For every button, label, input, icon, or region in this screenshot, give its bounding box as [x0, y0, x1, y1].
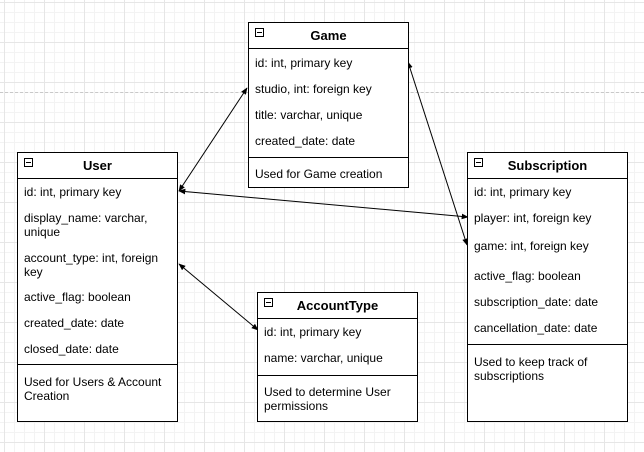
- field-row[interactable]: created_date: date: [24, 316, 125, 330]
- field-row[interactable]: game: int, foreign key: [474, 239, 589, 253]
- field-row[interactable]: title: varchar, unique: [255, 108, 363, 122]
- field-row[interactable]: id: int, primary key: [255, 56, 353, 70]
- field-row[interactable]: closed_date: date: [24, 342, 119, 356]
- user-game-connector[interactable]: [178, 87, 248, 192]
- game-subscription-connector[interactable]: [407, 61, 468, 246]
- field-row[interactable]: id: int, primary key: [264, 325, 362, 339]
- entity-note[interactable]: Used for Users & Account Creation: [18, 364, 177, 421]
- entity-header[interactable]: User: [18, 153, 177, 179]
- entity-subscription[interactable]: Subscription id: int, primary key player…: [467, 152, 628, 422]
- field-row[interactable]: subscription_date: date: [474, 295, 599, 309]
- note-text: Used for Game creation: [255, 167, 383, 181]
- entity-note[interactable]: Used for Game creation: [249, 157, 408, 187]
- field-row[interactable]: account_type: int, foreign key: [24, 251, 159, 279]
- note-text: Used to keep track of subscriptions: [474, 355, 588, 383]
- entity-note[interactable]: Used to determine User permissions: [258, 375, 417, 421]
- field-row[interactable]: active_flag: boolean: [24, 290, 131, 304]
- entity-user[interactable]: User id: int, primary key display_name: …: [17, 152, 178, 422]
- field-row[interactable]: id: int, primary key: [24, 185, 122, 199]
- entity-accounttype[interactable]: AccountType id: int, primary key name: v…: [257, 292, 418, 422]
- entity-title: Game: [310, 28, 347, 43]
- entity-title: Subscription: [507, 158, 588, 173]
- entity-title: AccountType: [296, 298, 379, 313]
- note-text: Used for Users & Account Creation: [24, 375, 162, 403]
- field-row[interactable]: studio, int: foreign key: [255, 82, 372, 96]
- field-row[interactable]: id: int, primary key: [474, 185, 572, 199]
- collapse-icon[interactable]: [264, 298, 273, 307]
- user-accounttype-connector[interactable]: [178, 263, 259, 331]
- field-row[interactable]: created_date: date: [255, 134, 356, 148]
- entity-note[interactable]: Used to keep track of subscriptions: [468, 344, 627, 421]
- field-row[interactable]: active_flag: boolean: [474, 269, 581, 283]
- entity-game[interactable]: Game id: int, primary key studio, int: f…: [248, 22, 409, 188]
- note-text: Used to determine User permissions: [264, 385, 391, 413]
- field-row[interactable]: cancellation_date: date: [474, 321, 598, 335]
- field-row[interactable]: display_name: varchar, unique: [24, 211, 148, 239]
- entity-header[interactable]: Game: [249, 23, 408, 49]
- entity-title: User: [83, 158, 112, 173]
- collapse-icon[interactable]: [474, 158, 483, 167]
- field-row[interactable]: player: int, foreign key: [474, 211, 592, 225]
- field-row[interactable]: name: varchar, unique: [264, 351, 383, 365]
- entity-header[interactable]: Subscription: [468, 153, 627, 179]
- user-subscription-connector[interactable]: [178, 188, 469, 220]
- entity-header[interactable]: AccountType: [258, 293, 417, 319]
- collapse-icon[interactable]: [255, 28, 264, 37]
- collapse-icon[interactable]: [24, 158, 33, 167]
